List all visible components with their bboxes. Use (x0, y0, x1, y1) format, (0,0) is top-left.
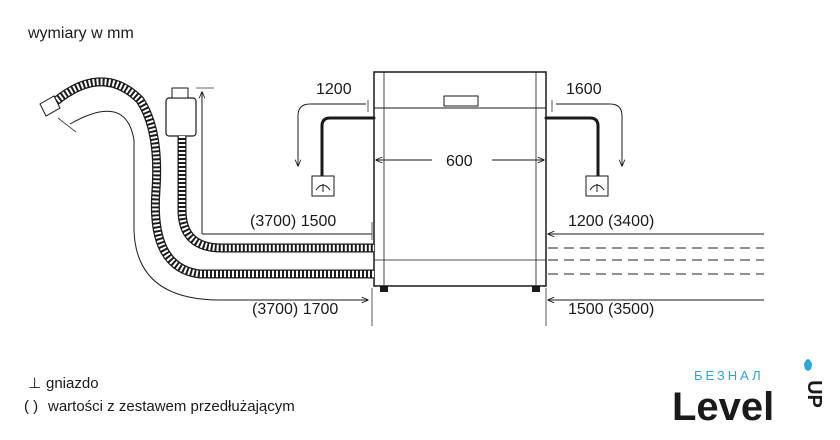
drain-hose: (3700) 1700 (39, 77, 374, 326)
left-lower-hose-label: (3700) 1700 (252, 301, 338, 318)
legend-socket-symbol: ⊥ (28, 375, 41, 392)
inlet-hose: (3700) 1500 (165, 87, 374, 253)
control-panel (443, 95, 479, 107)
logo-top-text: БЕЗНАЛ (694, 368, 764, 383)
left-top-label: 1200 (316, 81, 352, 98)
legend: ⊥ gniazdo ( ) wartości z zestawem przedł… (24, 375, 295, 415)
right-reach-lines: 1200 (3400) 1500 (3500) (545, 213, 764, 326)
right-lower-label: 1500 (3500) (568, 301, 654, 318)
legend-socket-label: gniazdo (46, 375, 99, 392)
logo-drop-icon (804, 359, 812, 371)
foot-left (380, 286, 388, 292)
levelup-logo: БЕЗНАЛ Level UP (672, 359, 825, 429)
legend-paren-label: wartości z zestawem przedłużającym (47, 398, 295, 415)
logo-main-text: Level (672, 385, 774, 429)
right-upper-label: 1200 (3400) (568, 213, 654, 230)
right-supply-pipe: 1600 (544, 81, 622, 197)
foot-right (532, 286, 540, 292)
width-label: 600 (446, 153, 473, 170)
width-dimension: 600 (376, 153, 544, 170)
drain-hose-end-icon (39, 95, 61, 117)
tap-valve-icon (165, 97, 197, 137)
logo-side-text: UP (803, 380, 825, 408)
right-top-label: 1600 (566, 81, 602, 98)
dishwasher-outline (373, 71, 547, 292)
legend-paren-symbol: ( ) (24, 398, 38, 415)
units-note: wymiary w mm (27, 25, 134, 42)
left-upper-hose-label: (3700) 1500 (250, 213, 336, 230)
left-supply-pipe: 1200 (298, 81, 376, 197)
